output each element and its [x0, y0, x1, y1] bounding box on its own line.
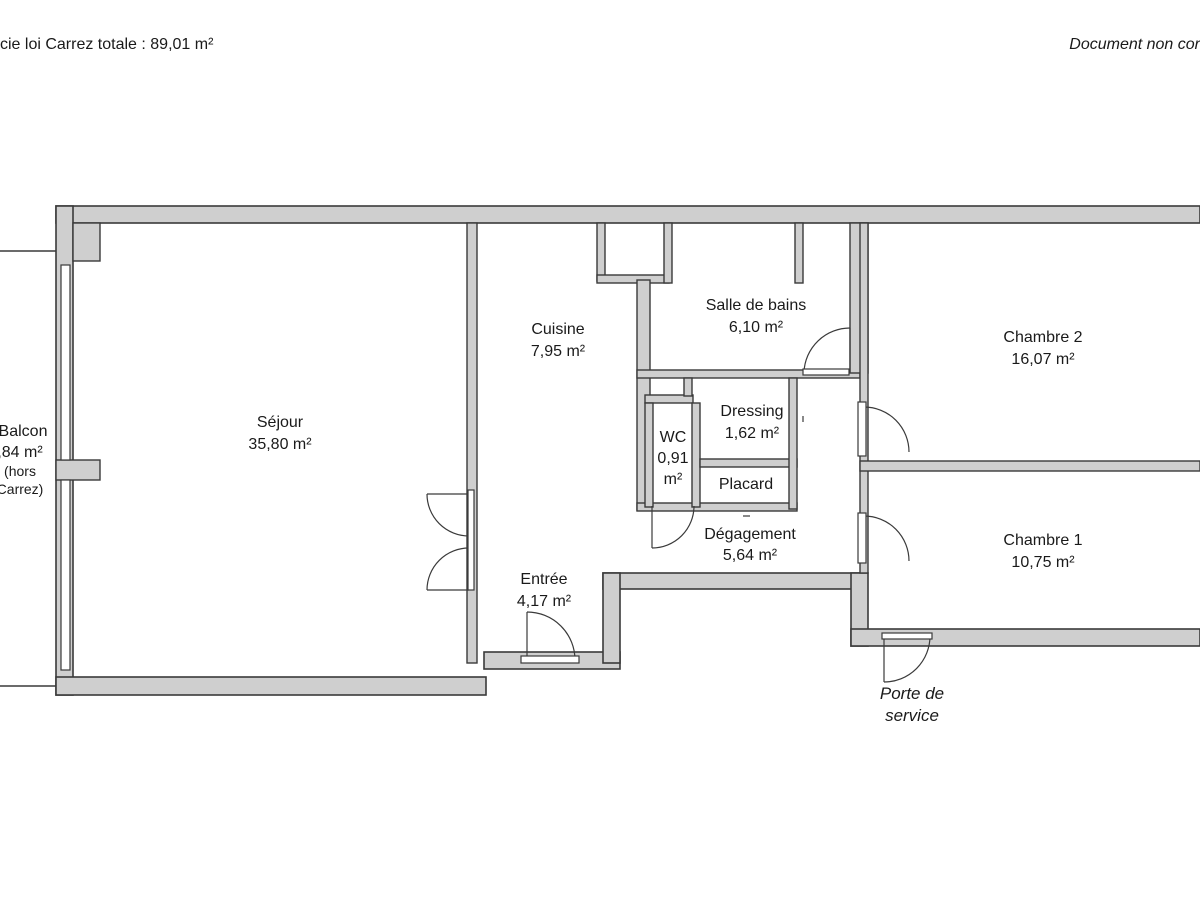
room-chambre-1-area: 10,75 m² — [1011, 554, 1075, 571]
room-entree-area: 4,17 m² — [517, 593, 572, 610]
room-salle-de-bains-area: 6,10 m² — [729, 319, 784, 336]
room-dressing-name: Dressing — [720, 403, 783, 420]
room-cuisine-area: 7,95 m² — [531, 343, 586, 360]
room-chambre-2-name: Chambre 2 — [1003, 329, 1082, 346]
room-balcon-note-1: (hors — [4, 463, 36, 479]
room-balcon-note-2: Carrez) — [0, 481, 43, 497]
porte-de-service-label-1: Porte de — [880, 684, 944, 703]
room-chambre-1-name: Chambre 1 — [1003, 532, 1082, 549]
door-sejour-cuisine — [426, 489, 475, 591]
door-entree — [520, 611, 580, 664]
room-wc-area-unit: m² — [664, 471, 683, 488]
room-sejour-area: 35,80 m² — [248, 436, 312, 453]
room-entree-name: Entrée — [520, 571, 567, 588]
document-note: Document non cor — [1069, 36, 1200, 53]
room-salle-de-bains-name: Salle de bains — [706, 297, 807, 314]
room-sejour-name: Séjour — [257, 414, 304, 431]
door-wc — [651, 505, 695, 549]
porte-de-service-label-2: service — [885, 706, 939, 725]
room-balcon-area: ,84 m² — [0, 444, 43, 461]
room-degagement-name: Dégagement — [704, 526, 796, 543]
room-dressing-area: 1,62 m² — [725, 425, 780, 442]
interior-walls — [55, 222, 1200, 664]
door-chambre-1 — [857, 512, 910, 564]
direction-marks — [743, 416, 804, 517]
room-chambre-2-area: 16,07 m² — [1011, 351, 1075, 368]
room-degagement-area: 5,64 m² — [723, 547, 778, 564]
room-wc-area-value: 0,91 — [657, 450, 688, 467]
room-cuisine-name: Cuisine — [531, 321, 584, 338]
door-service — [881, 632, 933, 683]
balcony-outline — [0, 250, 56, 687]
balcony-windows — [60, 264, 71, 671]
room-placard-name: Placard — [719, 476, 773, 493]
outer-walls — [55, 205, 1200, 696]
door-salle-de-bains — [802, 327, 851, 376]
total-surface-text: cie loi Carrez totale : 89,01 m² — [0, 36, 214, 53]
room-balcon-name: Balcon — [0, 423, 47, 440]
room-wc-name: WC — [660, 429, 687, 446]
door-chambre-2 — [857, 401, 910, 457]
